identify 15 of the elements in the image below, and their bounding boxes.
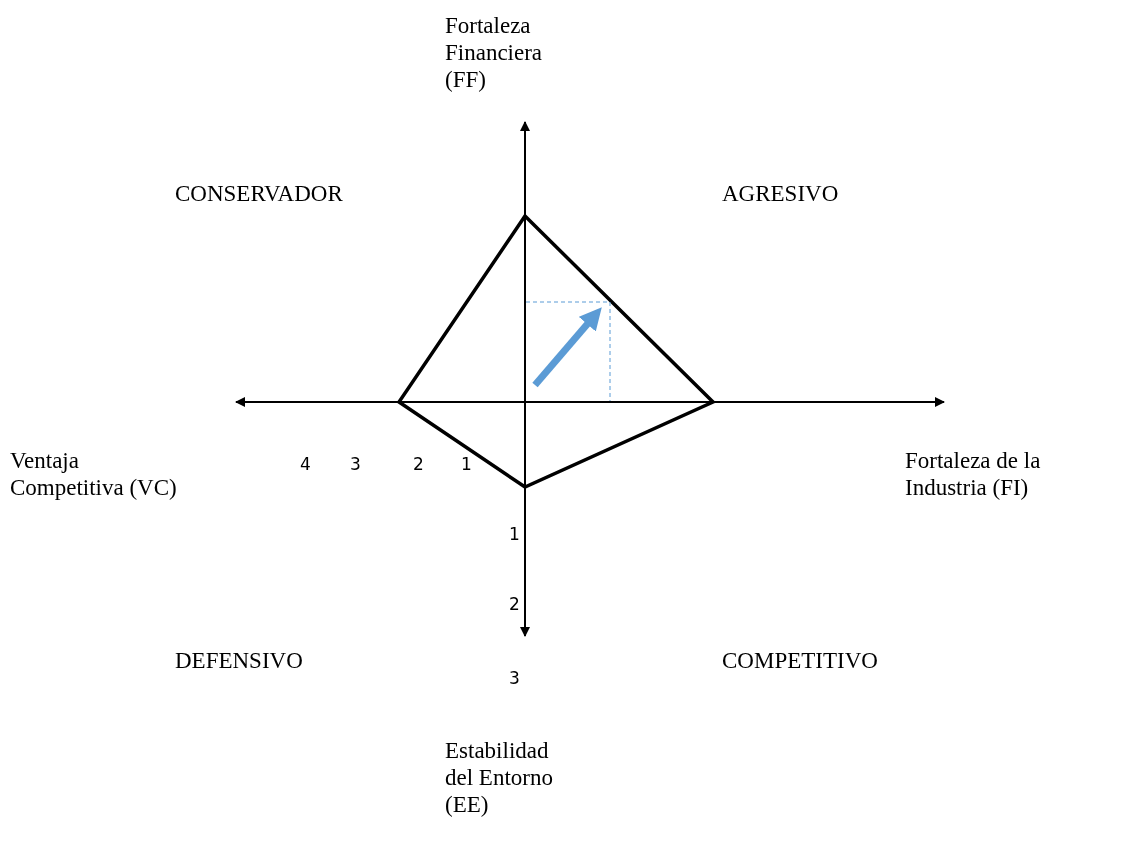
tick-label: 3 [509, 668, 520, 688]
axis-title: Estabilidad del Entorno (EE) [445, 737, 554, 818]
tick-label: 4 [300, 454, 311, 474]
quadrant-label: AGRESIVO [722, 180, 839, 207]
tick-label: 1 [509, 524, 520, 544]
quadrant-label: CONSERVADOR [175, 180, 343, 207]
quadrant-label: COMPETITIVO [722, 647, 878, 674]
tick-label: 2 [509, 594, 520, 614]
axis-title: Ventaja Competitiva (VC) [10, 447, 178, 501]
quadrant-label: DEFENSIVO [175, 647, 303, 674]
tick-label: 3 [350, 454, 361, 474]
axis-title: Fortaleza de la Industria (FI) [905, 447, 1042, 501]
tick-label: 2 [413, 454, 424, 474]
tick-label: 1 [461, 454, 472, 474]
axis-title: Fortaleza Financiera (FF) [445, 12, 544, 93]
